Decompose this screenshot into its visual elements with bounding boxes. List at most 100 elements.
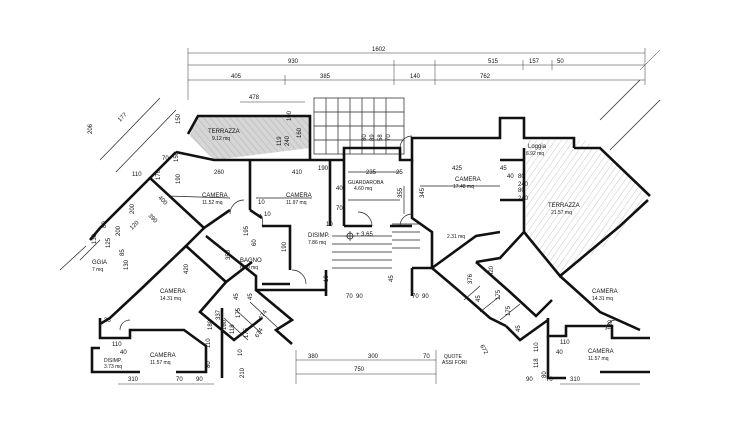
svg-text:400: 400: [157, 195, 169, 207]
svg-text:90: 90: [526, 377, 533, 383]
svg-text:Loggia: Loggia: [528, 144, 547, 150]
svg-text:70: 70: [176, 377, 183, 383]
level-label: + 3.65: [356, 232, 374, 238]
room-loggia: Loggia 6.92 mq: [526, 144, 547, 157]
walls: [89, 114, 651, 380]
room-terrazza-top: TERRAZZA 9.12 mq: [208, 129, 240, 142]
terrace-right-hatch: [526, 140, 648, 276]
svg-text:672: 672: [478, 344, 489, 356]
svg-text:GGIA: GGIA: [92, 260, 107, 266]
level-marker: [345, 231, 355, 241]
dim-top-total: 1602: [372, 47, 386, 53]
svg-text:10: 10: [324, 275, 330, 282]
svg-text:58: 58: [378, 134, 384, 141]
svg-text:TERRAZZA: TERRAZZA: [548, 203, 580, 209]
dim-300: 300: [368, 354, 379, 360]
svg-text:206: 206: [88, 123, 94, 134]
svg-text:150: 150: [174, 151, 180, 162]
internal-stair: [332, 223, 420, 269]
svg-text:7 mq: 7 mq: [92, 267, 103, 273]
dim-70-b: 70: [423, 354, 430, 360]
svg-text:45: 45: [248, 293, 254, 300]
svg-text:45: 45: [234, 293, 240, 300]
svg-text:674: 674: [255, 327, 266, 339]
svg-text:110: 110: [132, 172, 142, 178]
svg-text:345: 345: [420, 187, 426, 198]
svg-text:125: 125: [106, 237, 112, 248]
dim-405: 405: [231, 74, 242, 80]
svg-text:160: 160: [222, 319, 228, 330]
svg-text:119: 119: [277, 136, 283, 146]
svg-text:80: 80: [362, 134, 368, 141]
svg-text:350: 350: [226, 249, 232, 260]
svg-text:170: 170: [156, 169, 162, 180]
svg-text:180: 180: [208, 319, 214, 330]
svg-text:21.57 mq: 21.57 mq: [551, 210, 572, 216]
svg-text:40: 40: [120, 350, 127, 356]
svg-text:CAMERA: CAMERA: [588, 349, 614, 355]
svg-text:CAMERA: CAMERA: [160, 289, 186, 295]
svg-text:2.31 mq: 2.31 mq: [447, 234, 465, 240]
dim-750: 750: [354, 367, 365, 373]
svg-text:175: 175: [506, 305, 512, 316]
svg-text:210: 210: [240, 367, 246, 378]
svg-text:235: 235: [366, 170, 377, 176]
svg-text:100: 100: [287, 110, 293, 121]
svg-text:DISIMP.: DISIMP.: [104, 358, 122, 364]
quote-line1: QUOTE: [444, 354, 462, 360]
svg-text:70: 70: [412, 294, 419, 300]
svg-text:190: 190: [318, 166, 329, 172]
svg-text:85: 85: [120, 249, 126, 256]
svg-text:35: 35: [104, 318, 111, 324]
svg-text:90: 90: [196, 377, 203, 383]
svg-text:118: 118: [534, 358, 540, 368]
room-guardaroba: GUARDAROBA 4.60 mq: [348, 180, 384, 192]
svg-text:90: 90: [356, 294, 363, 300]
svg-text:60: 60: [252, 239, 258, 246]
svg-text:CAMERA: CAMERA: [592, 289, 618, 295]
svg-text:11.97 mq: 11.97 mq: [286, 200, 307, 206]
svg-text:420: 420: [184, 263, 190, 274]
svg-text:410: 410: [292, 170, 303, 176]
svg-text:45: 45: [516, 325, 522, 332]
svg-text:118: 118: [230, 324, 236, 334]
svg-text:7.86 mq: 7.86 mq: [308, 240, 326, 246]
room-loggia-partial: GGIA 7 mq: [92, 260, 107, 273]
svg-text:150: 150: [176, 113, 182, 124]
svg-text:110: 110: [206, 338, 212, 348]
svg-text:14.31 mq: 14.31 mq: [592, 296, 613, 302]
svg-text:90: 90: [422, 294, 429, 300]
svg-text:175: 175: [496, 289, 502, 300]
svg-text:CAMERA: CAMERA: [455, 177, 481, 183]
svg-text:240: 240: [285, 135, 291, 146]
svg-text:177: 177: [117, 112, 129, 124]
svg-text:376: 376: [468, 273, 474, 284]
room-camera-lower-right: CAMERA 14.31 mq: [592, 289, 618, 302]
svg-text:200: 200: [130, 203, 136, 214]
dimension-labels: 100 119 240 160 80 89 58 70 190 260 410 …: [88, 110, 614, 383]
svg-text:420: 420: [489, 265, 495, 276]
svg-text:120: 120: [129, 220, 141, 232]
room-camera-bottom-right: CAMERA 11.57 mq: [588, 349, 614, 362]
svg-text:BAGNO: BAGNO: [240, 258, 262, 264]
svg-text:80: 80: [102, 221, 108, 228]
svg-text:CAMERA: CAMERA: [202, 193, 228, 199]
svg-text:10: 10: [326, 222, 333, 228]
svg-text:70: 70: [336, 206, 343, 212]
top-dimension-lines: [187, 48, 661, 103]
svg-text:110: 110: [534, 342, 540, 352]
room-camera-bottom-left: CAMERA 11.57 mq: [150, 353, 176, 366]
terrace-top-hatch: [190, 116, 310, 160]
external-stair: [313, 97, 405, 155]
svg-text:TERRAZZA: TERRAZZA: [208, 129, 240, 135]
svg-text:40: 40: [556, 350, 563, 356]
bottom-dimension-lines: [118, 350, 640, 385]
dim-140: 140: [410, 74, 421, 80]
room-camera-center: CAMERA 11.97 mq: [286, 193, 312, 206]
svg-text:3.73 mq: 3.73 mq: [104, 364, 122, 370]
svg-text:80: 80: [518, 188, 525, 194]
svg-text:110: 110: [112, 342, 122, 348]
svg-text:355: 355: [398, 187, 404, 198]
svg-text:80: 80: [542, 371, 548, 378]
